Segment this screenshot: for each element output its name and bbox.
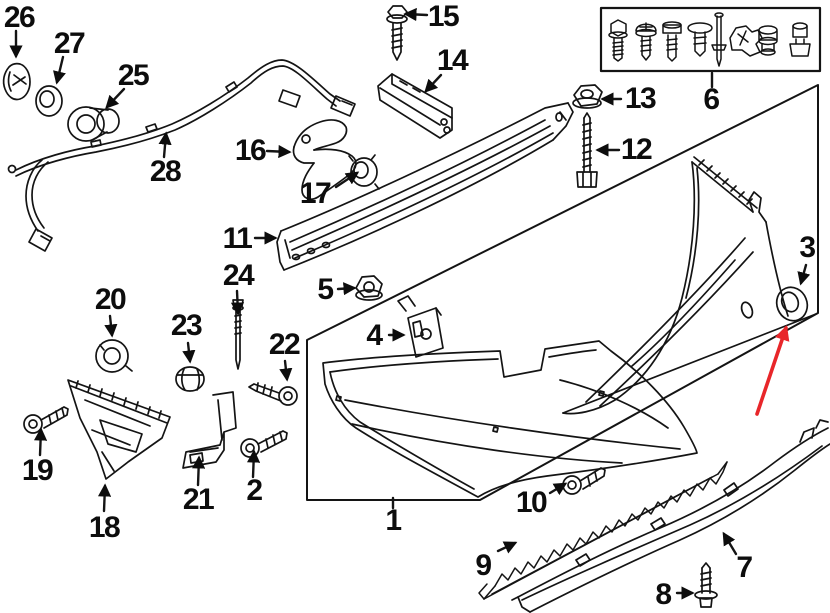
part-label-15: 15	[427, 0, 460, 33]
lower-valance-part-7	[511, 419, 830, 613]
screw-part-2	[240, 430, 288, 458]
bracket-part-14	[377, 73, 453, 139]
clip-nut-part-23	[175, 366, 205, 392]
screw-part-8	[694, 562, 718, 608]
flange-nut-part-5	[355, 275, 383, 301]
fastener-kit-box	[599, 6, 822, 73]
bracket-part-16	[292, 119, 357, 200]
part-label-1: 1	[385, 504, 402, 537]
bumper-cover-boundary-box	[306, 84, 819, 501]
part-label-11: 11	[222, 222, 253, 255]
part-label-4: 4	[366, 319, 383, 352]
cap-part-26	[2, 62, 31, 101]
bolt-part-12	[576, 112, 598, 188]
energy-absorber-part-9	[478, 461, 728, 600]
part-label-19: 19	[21, 454, 54, 487]
bolt-part-15	[386, 5, 408, 61]
flange-nut-part-13	[572, 84, 603, 109]
part-label-12: 12	[620, 133, 653, 166]
part-label-27: 27	[53, 27, 86, 60]
part-label-17: 17	[299, 177, 332, 210]
part-label-9: 9	[475, 549, 492, 582]
part-label-3: 3	[799, 231, 816, 264]
callout-arrows	[9, 7, 811, 600]
fastener-kit-contents	[608, 12, 811, 67]
part-label-24: 24	[222, 259, 255, 292]
part-label-25: 25	[117, 59, 150, 92]
grommet-part-20	[95, 339, 133, 373]
part-label-5: 5	[317, 273, 334, 306]
part-label-22: 22	[268, 328, 301, 361]
part-label-14: 14	[436, 44, 469, 77]
part-label-18: 18	[88, 511, 121, 544]
bracket-part-21	[182, 391, 237, 469]
part-label-16: 16	[234, 134, 267, 167]
bumper-cover-part-1	[322, 340, 698, 498]
screw-part-19	[23, 406, 69, 434]
part-label-10: 10	[515, 486, 548, 519]
part-label-6: 6	[703, 83, 720, 116]
part-label-20: 20	[94, 283, 127, 316]
wiring-harness-28	[7, 59, 356, 252]
impact-bar-part-11	[276, 102, 574, 271]
quarter-panel-body	[562, 156, 817, 415]
part-label-26: 26	[3, 1, 36, 34]
part-label-21: 21	[182, 483, 215, 516]
part-label-7: 7	[736, 551, 753, 584]
grommet-part-17	[348, 154, 380, 190]
part-label-8: 8	[655, 578, 672, 611]
side-bracket-part-18	[67, 379, 171, 480]
screw-part-22	[248, 382, 298, 406]
part-label-2: 2	[246, 474, 263, 507]
ring-grommet-part-27	[35, 85, 63, 117]
grommet-part-3	[775, 286, 809, 322]
parking-sensor-part-25	[67, 106, 120, 142]
part-label-28: 28	[149, 155, 182, 188]
bracket-part-4	[397, 295, 444, 358]
part-label-23: 23	[170, 309, 203, 342]
part-label-13: 13	[624, 82, 657, 115]
red-highlight-arrow	[755, 325, 790, 416]
